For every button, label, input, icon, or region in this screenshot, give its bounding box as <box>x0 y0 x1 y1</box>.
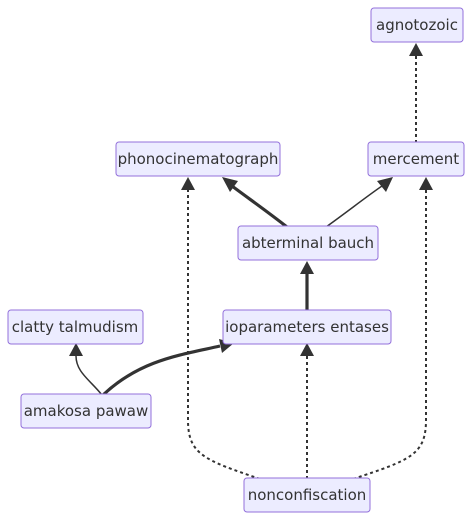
node-mercement[interactable]: mercement <box>367 141 465 177</box>
arrowhead-icon <box>181 177 195 190</box>
edges <box>69 43 433 480</box>
node-label: phonocinematograph <box>118 150 279 168</box>
node-label: agnotozoic <box>376 16 458 34</box>
edge-abterminal-bauch-to-mercement <box>325 177 393 228</box>
node-label: ioparameters entases <box>225 318 389 336</box>
arrowhead-icon <box>419 177 433 190</box>
edge-nonconfiscation-to-phonocinematograph <box>181 177 261 480</box>
node-label: abterminal bauch <box>242 234 374 252</box>
node-label: nonconfiscation <box>248 486 367 504</box>
node-abterminal-bauch[interactable]: abterminal bauch <box>237 225 379 261</box>
node-label: clatty talmudism <box>12 318 139 336</box>
node-nonconfiscation[interactable]: nonconfiscation <box>243 477 371 513</box>
edge-amakosa-to-clatty-talmudism <box>69 343 103 396</box>
edge-abterminal-bauch-to-phonocinematograph <box>222 177 288 229</box>
arrowhead-icon <box>377 177 393 192</box>
arrowhead-icon <box>300 261 314 274</box>
arrowhead-icon <box>300 343 314 356</box>
node-amakosa-pawaw[interactable]: amakosa pawaw <box>20 393 152 429</box>
arrowhead-icon <box>69 343 83 356</box>
arrowhead-icon <box>222 177 238 192</box>
node-label: mercement <box>373 150 460 168</box>
arrowhead-icon <box>409 43 423 56</box>
edge-amakosa-to-ioparameters <box>101 339 234 397</box>
node-phonocinematograph[interactable]: phonocinematograph <box>115 141 281 177</box>
edge-mercement-to-agnotozoic <box>409 43 423 143</box>
edge-ioparameters-to-abterminal-bauch <box>300 261 314 311</box>
edge-nonconfiscation-to-mercement <box>352 177 433 480</box>
nodes: agnotozoic phonocinematograph mercement … <box>7 7 465 513</box>
node-ioparameters-entases[interactable]: ioparameters entases <box>222 309 392 345</box>
edge-nonconfiscation-to-ioparameters <box>300 343 314 479</box>
node-label: amakosa pawaw <box>24 402 149 420</box>
node-clatty-talmudism[interactable]: clatty talmudism <box>7 309 144 345</box>
node-agnotozoic[interactable]: agnotozoic <box>370 7 464 43</box>
